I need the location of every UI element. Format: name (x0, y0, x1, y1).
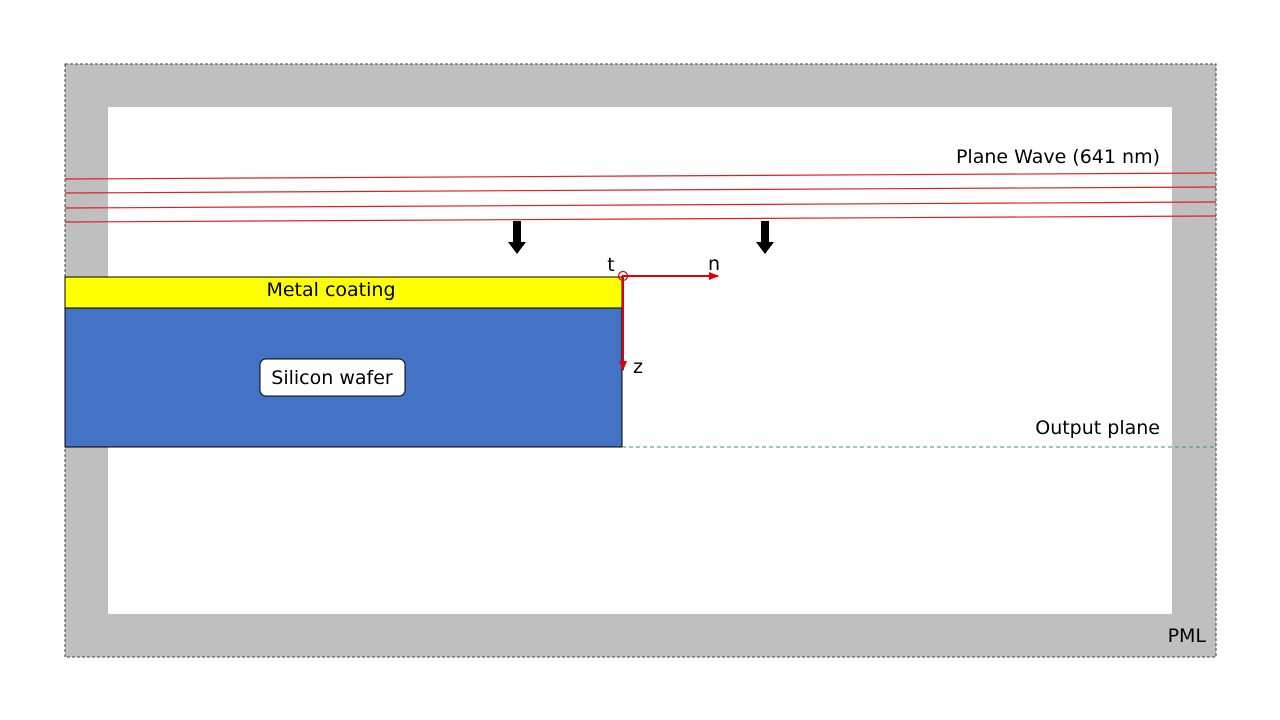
plane-wave-lines (64, 172, 1217, 223)
plane-wave-line (64, 215, 1217, 223)
axis-t-label: t (607, 254, 614, 276)
plane-wave-line (64, 201, 1217, 209)
output-plane-label: Output plane (1035, 417, 1160, 439)
plane-wave-line (64, 186, 1217, 194)
plane-wave-label: Plane Wave (641 nm) (956, 146, 1160, 168)
propagation-arrow-right (756, 221, 774, 254)
coordinate-axes (617, 270, 719, 371)
plane-wave-line (64, 172, 1217, 180)
propagation-arrow-left (508, 221, 526, 254)
axis-z-label: z (633, 356, 643, 378)
silicon-wafer-label-box (259, 358, 406, 397)
silicon-wafer-label: Silicon wafer (271, 367, 393, 389)
pml-label: PML (1168, 625, 1207, 647)
axis-t-icon (617, 270, 629, 282)
axis-n-label: n (708, 253, 720, 275)
metal-coating-label: Metal coating (266, 279, 395, 301)
